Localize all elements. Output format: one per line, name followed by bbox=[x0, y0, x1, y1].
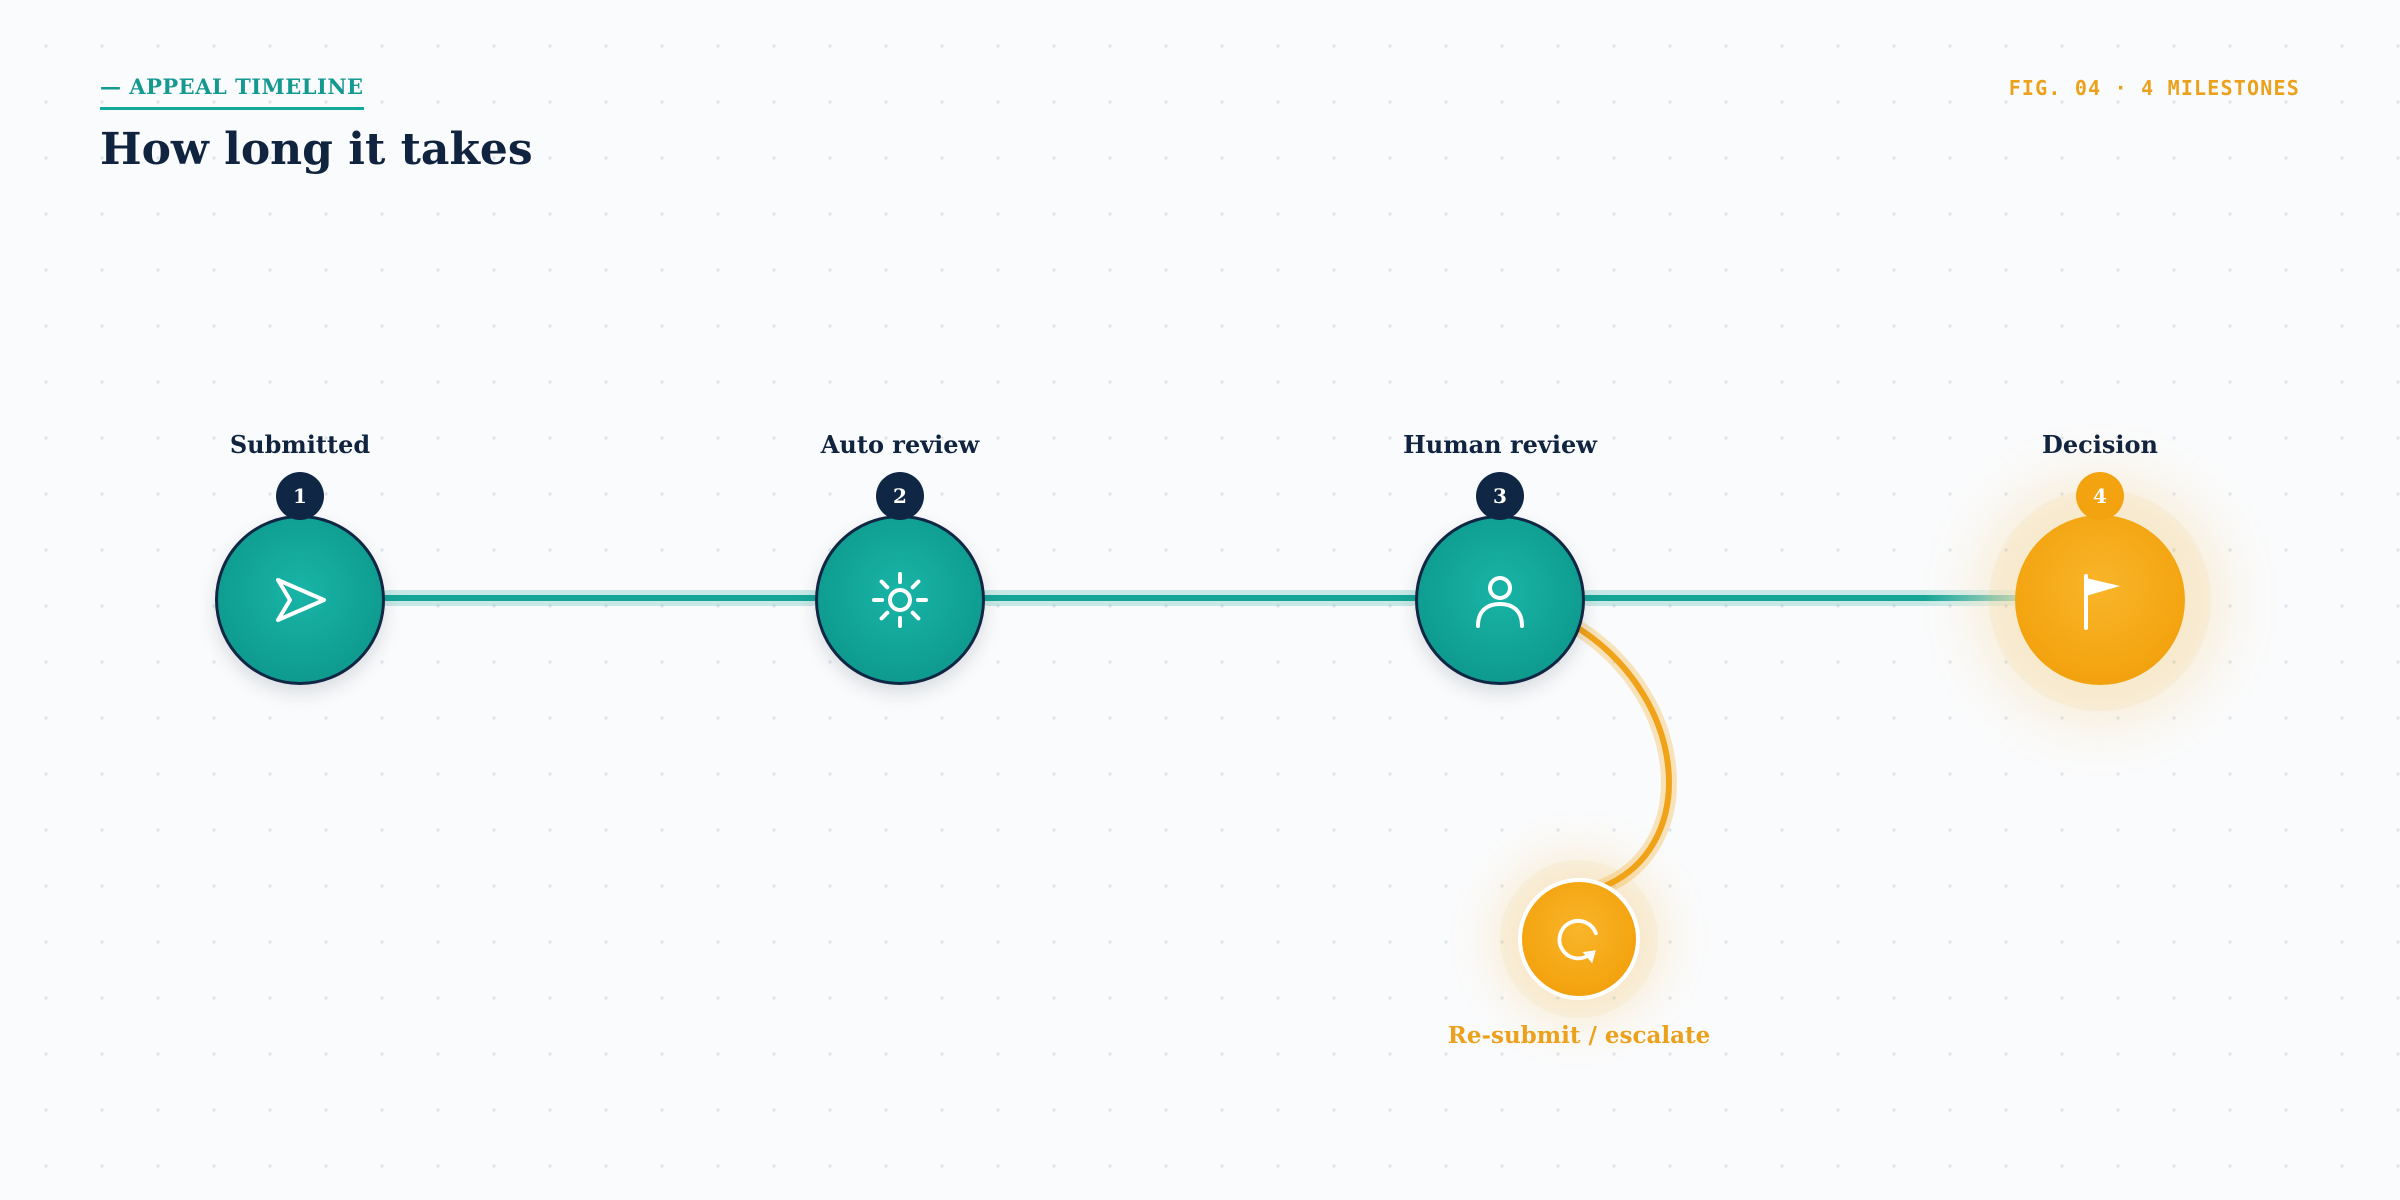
milestone-submitted: Submitted 1 bbox=[160, 430, 440, 690]
step-number-badge: 2 bbox=[876, 472, 924, 520]
gear-icon bbox=[872, 572, 928, 628]
milestone-human-review: Human review 3 bbox=[1360, 430, 1640, 690]
milestone-label: Submitted bbox=[229, 430, 371, 459]
step-number-badge: 1 bbox=[276, 472, 324, 520]
section-eyebrow: — APPEAL TIMELINE bbox=[100, 74, 364, 110]
milestone-label: Human review bbox=[1403, 430, 1597, 459]
step-number-badge: 4 bbox=[2076, 472, 2124, 520]
timeline-connector-1-2 bbox=[380, 590, 820, 606]
milestone-node bbox=[2015, 515, 2185, 685]
flag-icon bbox=[2084, 574, 2120, 630]
milestone-label: Decision bbox=[2042, 430, 2158, 459]
milestone-node bbox=[815, 515, 985, 685]
milestone-node bbox=[215, 515, 385, 685]
figure-note: FIG. 04 · 4 MILESTONES bbox=[2008, 76, 2300, 100]
milestone-auto-review: Auto review 2 bbox=[760, 430, 1040, 690]
milestone-node bbox=[1415, 515, 1585, 685]
person-icon bbox=[1476, 576, 1524, 628]
page-title: How long it takes bbox=[100, 124, 533, 175]
refresh-icon bbox=[1557, 919, 1598, 964]
branch-node-resubmit bbox=[1518, 878, 1640, 1000]
milestone-label: Auto review bbox=[820, 430, 980, 459]
send-icon bbox=[276, 578, 326, 622]
step-number-badge: 3 bbox=[1476, 472, 1524, 520]
timeline-connector-2-3 bbox=[980, 590, 1420, 606]
milestone-decision: Decision 4 bbox=[1960, 430, 2240, 690]
branch-label: Re-submit / escalate bbox=[1447, 1022, 1711, 1049]
timeline-connector-3-4 bbox=[1580, 590, 2020, 606]
